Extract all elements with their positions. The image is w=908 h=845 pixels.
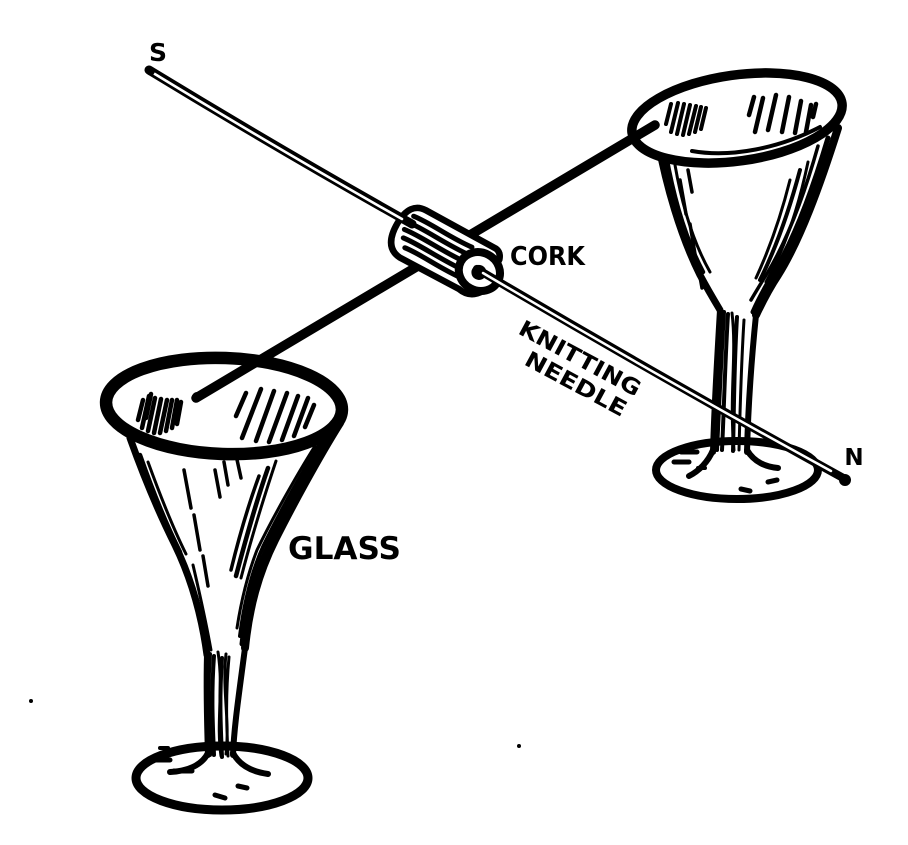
paper-speck <box>517 744 521 748</box>
support-rod-tip <box>192 392 202 402</box>
left-rim-inner-arc <box>115 417 233 455</box>
left-glass-shade-left2 <box>146 460 213 652</box>
left-glass-feet <box>167 750 271 777</box>
right-rim-hatch-dense <box>664 101 708 137</box>
left-glass-bowl-left <box>126 434 211 659</box>
right-glass-shade-right2 <box>749 144 820 302</box>
label-north: N <box>844 445 863 471</box>
left-glass-shade-inner3 <box>239 459 278 580</box>
left-glass <box>99 351 349 815</box>
right-bowl-hatch-inner <box>678 168 704 290</box>
label-cork: CORK <box>510 242 586 272</box>
right-glass-bowl-left <box>654 138 724 314</box>
left-rim-hatch-right <box>233 386 317 445</box>
right-glass-shade-inner <box>758 168 802 282</box>
right-rim-hatch-right <box>746 92 819 136</box>
label-south: S <box>149 38 167 67</box>
right-glass-shade-left2 <box>673 163 712 274</box>
left-glass-shade-inner <box>233 465 271 579</box>
needle-core-lower <box>481 271 833 473</box>
cork-hatching <box>400 213 475 281</box>
needle-core-upper <box>152 72 404 221</box>
left-glass-shade-right <box>239 428 334 647</box>
right-glass-stem <box>710 307 759 455</box>
right-glass-shade-inner2 <box>754 160 810 284</box>
left-glass-shade-right2 <box>238 437 325 638</box>
right-glass-feet <box>686 447 781 479</box>
paper-specks <box>29 699 521 748</box>
left-rim-hatch-dense <box>135 391 184 436</box>
paper-speck <box>29 699 33 703</box>
needle-tip-north <box>839 474 851 486</box>
label-glass: GLASS <box>288 531 401 567</box>
left-glass-stem-lines2 <box>216 650 231 758</box>
left-glass-shade-left <box>137 452 183 555</box>
left-glass-shade-inner2 <box>229 474 261 572</box>
right-glass-stem-lines2 <box>730 311 746 452</box>
right-glass <box>627 68 847 503</box>
left-glass-shade-right3 <box>235 444 317 630</box>
right-glass-base-marks <box>671 449 780 494</box>
right-glass-shade-right <box>750 135 831 315</box>
left-bowl-hatch-inner <box>182 453 243 588</box>
needle-tip-south <box>146 66 155 76</box>
knitting-needle <box>144 65 851 486</box>
left-glass-bowl-right <box>241 419 344 652</box>
right-glass-base <box>652 437 822 503</box>
right-glass-bowl-right <box>752 124 842 319</box>
